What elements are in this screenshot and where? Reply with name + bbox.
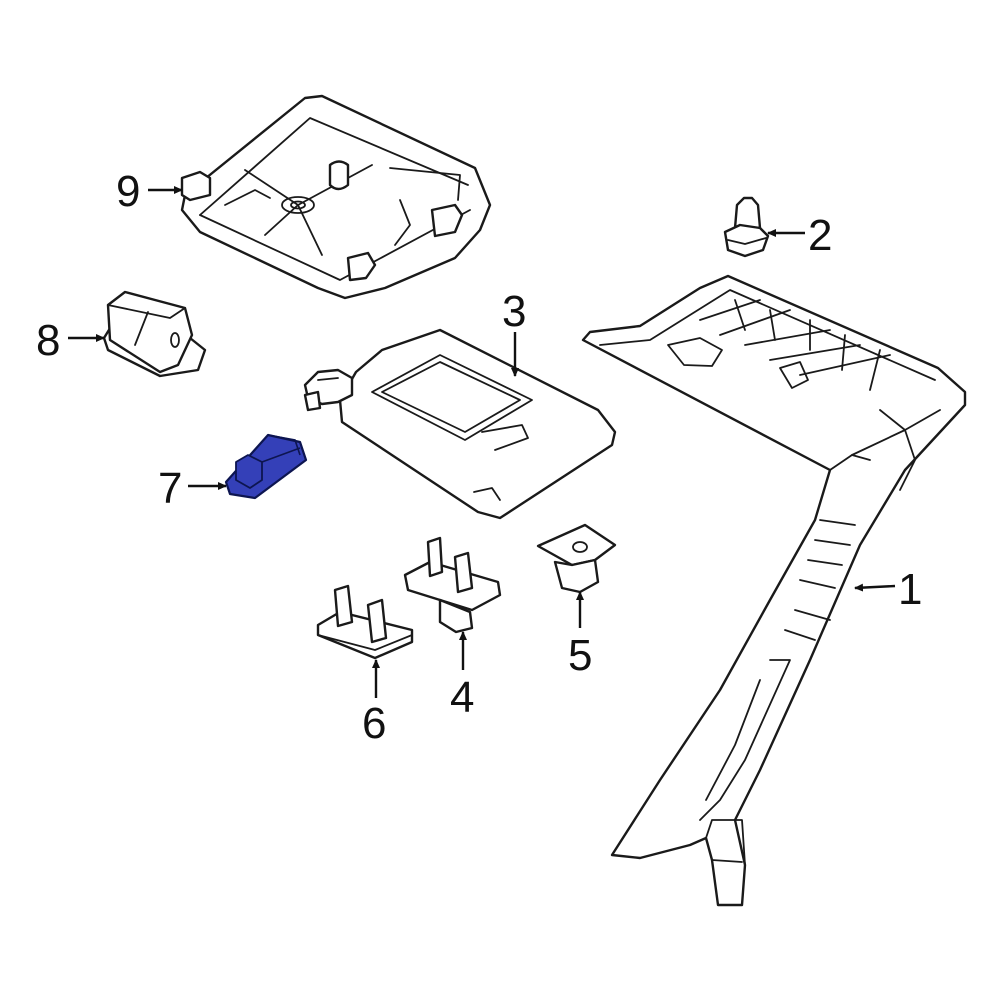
callout-8: 8 — [36, 316, 60, 365]
leader-1 — [854, 583, 896, 592]
part-5-bracket[interactable] — [536, 523, 617, 594]
callout-2: 2 — [808, 211, 832, 260]
callout-leaders — [68, 186, 896, 698]
callout-3: 3 — [502, 287, 526, 336]
callout-7: 7 — [158, 464, 182, 513]
part-7-clip-highlighted[interactable] — [224, 433, 308, 500]
callout-1: 1 — [898, 565, 922, 614]
part-2-bolt[interactable] — [723, 196, 770, 258]
part-1-pillar-trim[interactable] — [581, 274, 967, 907]
callout-5: 5 — [568, 631, 592, 680]
callout-9: 9 — [116, 167, 140, 216]
callout-labels: 1 2 3 4 5 6 7 8 9 — [36, 167, 922, 748]
part-6-clip[interactable] — [316, 584, 414, 660]
part-8-dome-lamp[interactable] — [102, 290, 207, 378]
callout-4: 4 — [450, 673, 474, 722]
callout-6: 6 — [362, 699, 386, 748]
part-4-clip[interactable] — [403, 536, 502, 634]
part-3-sun-visor[interactable] — [303, 328, 617, 520]
part-9-overhead-console[interactable] — [180, 94, 492, 300]
